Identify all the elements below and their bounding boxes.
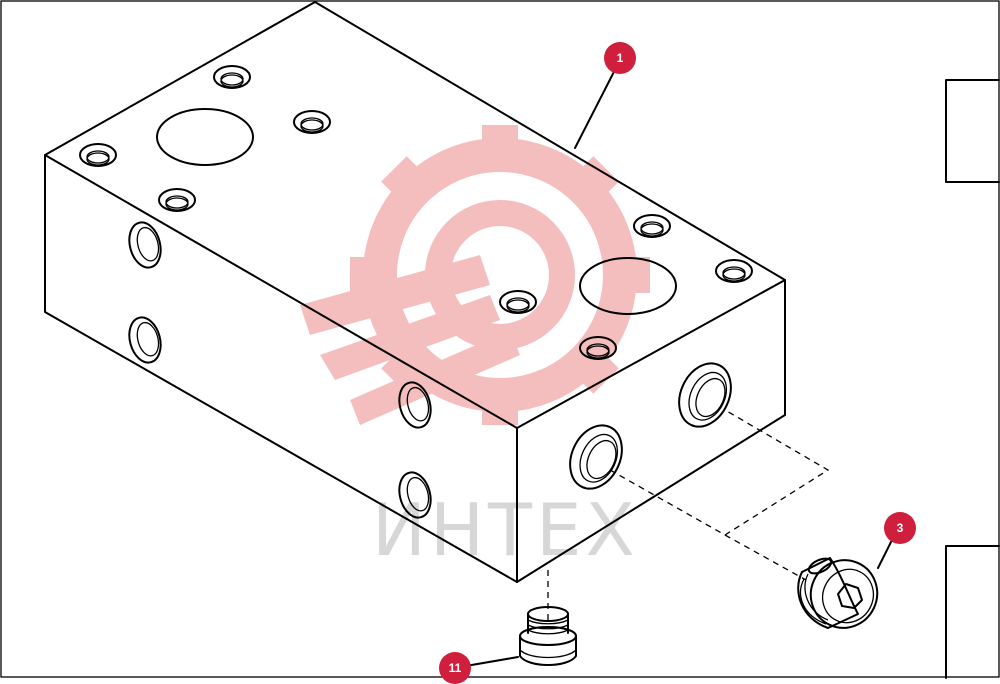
frame-tab-top <box>945 79 1000 183</box>
callout-1[interactable]: 1 <box>604 42 636 74</box>
callout-3[interactable]: 3 <box>884 512 916 544</box>
manifold-block <box>44 1 786 583</box>
hex-socket-plug <box>797 557 879 629</box>
callout-11[interactable]: 11 <box>439 652 471 684</box>
top-bore-large-left <box>156 108 254 166</box>
frame-tab-bottom <box>945 545 1000 679</box>
top-tapped-holes <box>79 65 753 360</box>
svg-text:11: 11 <box>449 661 462 675</box>
svg-text:1: 1 <box>617 51 624 65</box>
svg-text:3: 3 <box>897 521 904 535</box>
bottom-plug <box>519 606 577 666</box>
side-ports-left <box>128 221 432 519</box>
watermark-text: ИНТЕХ <box>372 488 639 572</box>
side-ports-right <box>569 362 732 490</box>
top-bore-large-right <box>579 257 677 315</box>
assembly-guide-lines <box>547 409 830 620</box>
